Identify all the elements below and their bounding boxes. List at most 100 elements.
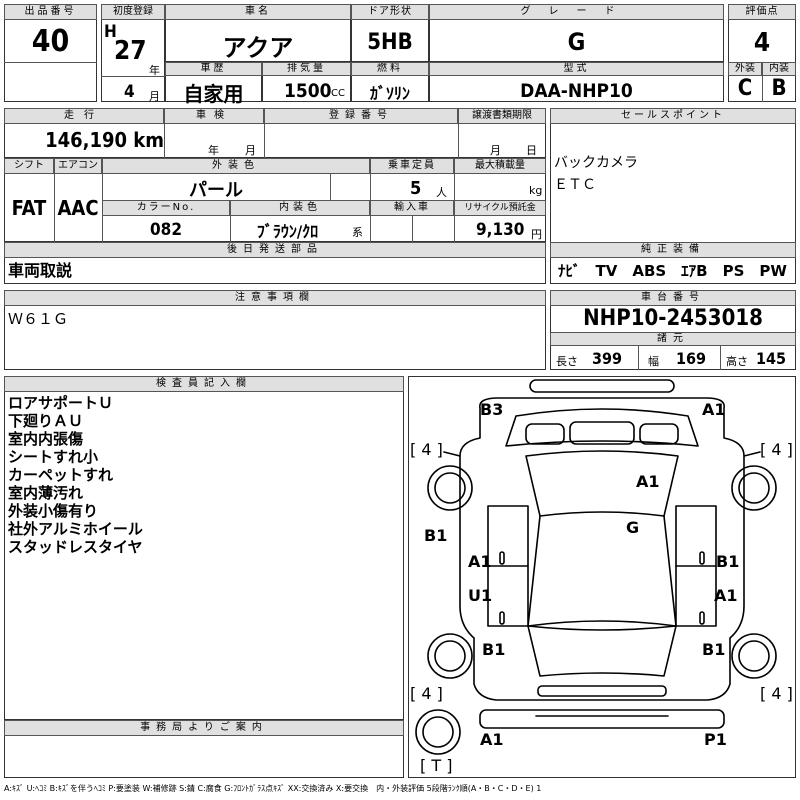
genuine-equipment: ﾅﾋﾞ TV ABS ｴｱB PS PW bbox=[558, 262, 787, 280]
interior-color-header: 内装色 bbox=[230, 200, 370, 216]
damage-mark: P1 bbox=[704, 730, 727, 749]
length-value: 399 bbox=[592, 349, 623, 368]
tire-tread: [ 4 ] bbox=[760, 684, 793, 703]
first-registration-header: 初度登録 bbox=[101, 4, 165, 20]
registration-year: 27 bbox=[114, 36, 147, 66]
recycle-header: リサイクル預託金 bbox=[454, 200, 546, 216]
exterior-color: パール bbox=[189, 180, 243, 201]
grade-header: グレード bbox=[429, 4, 724, 20]
spec-header: 諸元 bbox=[550, 332, 796, 346]
damage-mark: U1 bbox=[468, 586, 493, 605]
car-name: アクア bbox=[222, 34, 294, 62]
damage-diagram-box bbox=[408, 376, 796, 778]
era-letter: H bbox=[104, 22, 117, 42]
car-outline-diagram bbox=[415, 379, 777, 755]
sales-point-text: バックカメラ ＥＴＣ bbox=[554, 155, 638, 193]
shift-header: シフト bbox=[4, 158, 54, 174]
height-label: 高さ bbox=[726, 355, 748, 368]
exterior-color-header: 外装色 bbox=[102, 158, 370, 174]
mileage-header: 走行 bbox=[4, 108, 164, 124]
door-type: 5HB bbox=[367, 30, 413, 55]
recycle-unit: 円 bbox=[531, 228, 542, 241]
aircon-type: AAC bbox=[57, 196, 99, 220]
tire-tread: [ 4 ] bbox=[410, 440, 443, 459]
max-load-unit: kg bbox=[529, 184, 543, 197]
damage-mark: G bbox=[626, 518, 640, 537]
notes-text: Ｗ６１Ｇ bbox=[8, 310, 69, 328]
inspection-month-unit: 月 bbox=[245, 144, 256, 157]
fuel-type: ｶﾞｿﾘﾝ bbox=[369, 84, 410, 103]
sales-point-header: セールスポイント bbox=[550, 108, 796, 124]
inspection-header: 車検 bbox=[164, 108, 264, 124]
interior-color-unit: 系 bbox=[352, 226, 363, 239]
lot-number-cell bbox=[4, 4, 97, 102]
displacement: 1500 bbox=[284, 80, 332, 102]
damage-mark: B1 bbox=[716, 552, 740, 571]
grade: G bbox=[567, 28, 586, 56]
damage-mark: A1 bbox=[636, 472, 660, 491]
mileage: 146,190 km bbox=[45, 128, 164, 152]
damage-mark: A1 bbox=[480, 730, 504, 749]
history-header: 車歴 bbox=[165, 62, 262, 76]
interior-grade: B bbox=[771, 76, 787, 101]
damage-mark: A1 bbox=[468, 552, 492, 571]
recycle-deposit: 9,130 bbox=[476, 220, 525, 240]
month-unit: 月 bbox=[149, 90, 160, 103]
capacity-header: 乗車定員 bbox=[370, 158, 454, 174]
tire-tread: [ 4 ] bbox=[410, 684, 443, 703]
score-header: 評価点 bbox=[728, 4, 796, 20]
model-code: DAA-NHP10 bbox=[520, 80, 633, 102]
color-number-header: カラーNo. bbox=[102, 200, 230, 216]
deadline-day-unit: 日 bbox=[526, 144, 537, 157]
height-value: 145 bbox=[756, 349, 787, 368]
damage-mark: B1 bbox=[702, 640, 726, 659]
shift-type: FAT bbox=[11, 196, 47, 220]
deadline-month-unit: 月 bbox=[490, 144, 501, 157]
chassis-header: 車台番号 bbox=[550, 290, 796, 306]
exterior-grade: C bbox=[737, 76, 753, 101]
cc-unit: CC bbox=[331, 88, 345, 99]
genuine-equipment-header: 純正装備 bbox=[550, 242, 796, 258]
legend-text: A:ｷｽﾞ U:ﾍｺﾐ B:ｷｽﾞを伴うﾍｺﾐ P:要塗装 W:補修跡 S:錆 … bbox=[4, 784, 542, 793]
tire-tread: [ 4 ] bbox=[760, 440, 793, 459]
damage-mark: A1 bbox=[714, 586, 738, 605]
width-value: 169 bbox=[676, 349, 707, 368]
registration-month: 4 bbox=[124, 82, 135, 102]
first-registration-cell bbox=[101, 4, 165, 102]
interior-color: ﾌﾞﾗｳﾝ/ｸﾛ bbox=[256, 222, 319, 241]
damage-mark: B1 bbox=[424, 526, 448, 545]
later-parts-header: 後日発送部品 bbox=[4, 242, 546, 258]
color-number: 082 bbox=[150, 220, 182, 240]
max-load-header: 最大積載量 bbox=[454, 158, 546, 174]
vehicle-history: 自家用 bbox=[183, 82, 244, 106]
length-label: 長さ bbox=[556, 355, 578, 368]
damage-mark: B1 bbox=[482, 640, 506, 659]
aircon-header: エアコン bbox=[54, 158, 102, 174]
model-header: 型式 bbox=[429, 62, 724, 76]
inspection-year-unit: 年 bbox=[208, 144, 219, 157]
later-parts: 車両取説 bbox=[8, 261, 73, 280]
displacement-header: 排気量 bbox=[262, 62, 351, 76]
seating-capacity: 5 bbox=[410, 178, 422, 199]
overall-score: 4 bbox=[753, 28, 771, 58]
inspector-memo: ロアサポートＵ 下廻りＡＵ 室内内張傷 シートすれ小 カーペットすれ 室内薄汚れ… bbox=[8, 394, 143, 556]
chassis-number: NHP10-2453018 bbox=[583, 306, 763, 331]
fuel-header: 燃料 bbox=[351, 62, 429, 76]
car-name-header: 車名 bbox=[165, 4, 351, 20]
interior-header: 内装 bbox=[762, 62, 796, 76]
notes-header: 注意事項欄 bbox=[4, 290, 546, 306]
width-label: 幅 bbox=[648, 355, 659, 368]
exterior-header: 外装 bbox=[728, 62, 762, 76]
capacity-unit: 人 bbox=[436, 186, 447, 199]
office-header: 事務局よりご案内 bbox=[4, 720, 404, 736]
registration-number-header: 登録番号 bbox=[264, 108, 458, 124]
spare-tire-tread: [ T ] bbox=[420, 756, 453, 775]
door-type-header: ドア形状 bbox=[351, 4, 429, 20]
lot-number: 40 bbox=[31, 24, 70, 59]
inspector-header: 検査員記入欄 bbox=[4, 376, 404, 392]
import-header: 輸入車 bbox=[370, 200, 454, 216]
year-unit: 年 bbox=[149, 64, 160, 77]
transfer-deadline-header: 譲渡書類期限 bbox=[458, 108, 546, 124]
lot-number-header: 出品番号 bbox=[4, 4, 97, 20]
damage-mark: B3 bbox=[480, 400, 504, 419]
